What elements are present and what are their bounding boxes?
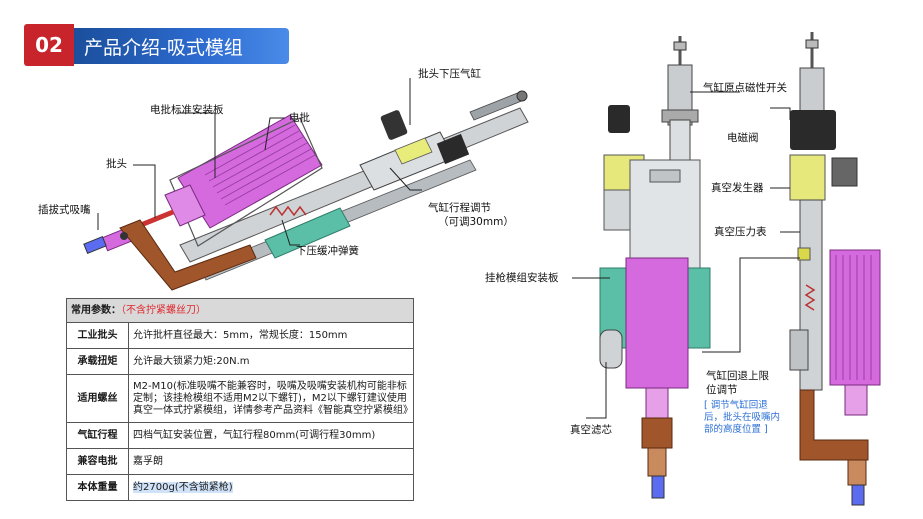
spec-key: 工业批头 (66, 322, 129, 349)
left-module-drawing (83, 90, 529, 291)
table-row: 本体重量 约2700g(不含锁紧枪) (66, 474, 414, 501)
spec-key: 兼容电批 (66, 448, 129, 475)
spec-table: 常用参数：（不含拧紧螺丝刀） 工业批头 允许批杆直径最大：5mm，常规长度：15… (66, 298, 414, 501)
spec-value: 约2700g(不含锁紧枪) (128, 474, 414, 501)
spec-key: 承载扭矩 (66, 348, 129, 375)
label-retract-limit-2: 位调节 (706, 384, 738, 396)
table-row: 承载扭矩 允许最大锁紧力矩:20N.m (66, 348, 414, 375)
spec-key: 气缸行程 (66, 422, 129, 449)
table-row: 兼容电批 嘉孚朗 (66, 448, 414, 475)
label-vacuum-generator: 真空发生器 (711, 182, 764, 194)
label-solenoid: 电磁阀 (727, 132, 759, 144)
label-gun-mount: 挂枪模组安装板 (485, 272, 559, 284)
spec-header-label: 常用参数： (71, 304, 121, 316)
label-vacuum-filter: 真空滤芯 (570, 424, 612, 436)
spec-table-header: 常用参数：（不含拧紧螺丝刀） (66, 298, 414, 323)
spec-key: 适用螺丝 (66, 374, 129, 423)
spec-value-highlight: 约2700g(不含锁紧枪) (133, 481, 233, 493)
label-nozzle: 插拔式吸嘴 (38, 204, 91, 216)
spec-key: 本体重量 (66, 474, 129, 501)
label-buffer-spring: 下压缓冲弹簧 (296, 245, 359, 257)
spec-value: 允许批杆直径最大：5mm，常规长度：150mm (128, 322, 414, 349)
label-screwdriver: 电批 (289, 112, 310, 124)
table-row: 适用螺丝 M2-M10(标准吸嘴不能兼容时，吸嘴及吸嘴安装机构可能非标定制；该挂… (66, 374, 414, 423)
spec-value: 允许最大锁紧力矩:20N.m (128, 348, 414, 375)
label-stroke-adjust: 气缸行程调节 (428, 202, 491, 214)
spec-header-note: （不含拧紧螺丝刀） (121, 304, 206, 316)
right-module-drawing (789, 32, 881, 506)
label-tip-cylinder: 批头下压气缸 (418, 68, 481, 80)
spec-value: 四档气缸安装位置，气缸行程80mm(可调行程30mm) (128, 422, 414, 449)
label-bit: 批头 (106, 158, 127, 170)
section-number-badge: 02 (24, 24, 74, 66)
callout-leaders (97, 78, 800, 419)
label-retract-limit: 气缸回退上限 (706, 370, 769, 382)
label-origin-switch: 气缸原点磁性开关 (703, 82, 787, 94)
table-row: 工业批头 允许批杆直径最大：5mm，常规长度：150mm (66, 322, 414, 349)
label-retract-note: [ 调节气缸回退后，批头在吸嘴内部的高度位置 ] (704, 400, 781, 435)
spec-header-cell: 常用参数：（不含拧紧螺丝刀） (66, 298, 414, 323)
middle-module-drawing (599, 36, 711, 499)
page-title: 产品介绍-吸式模组 (74, 28, 289, 64)
spec-value: 嘉孚朗 (128, 448, 414, 475)
label-vacuum-gauge: 真空压力表 (714, 226, 767, 238)
label-stroke-adjust-note: （可调30mm） (438, 216, 514, 228)
spec-value: M2-M10(标准吸嘴不能兼容时，吸嘴及吸嘴安装机构可能非标定制；该挂枪模组不适… (128, 374, 414, 423)
table-row: 气缸行程 四档气缸安装位置，气缸行程80mm(可调行程30mm) (66, 422, 414, 449)
label-bracket: 电批标准安装板 (150, 104, 224, 116)
